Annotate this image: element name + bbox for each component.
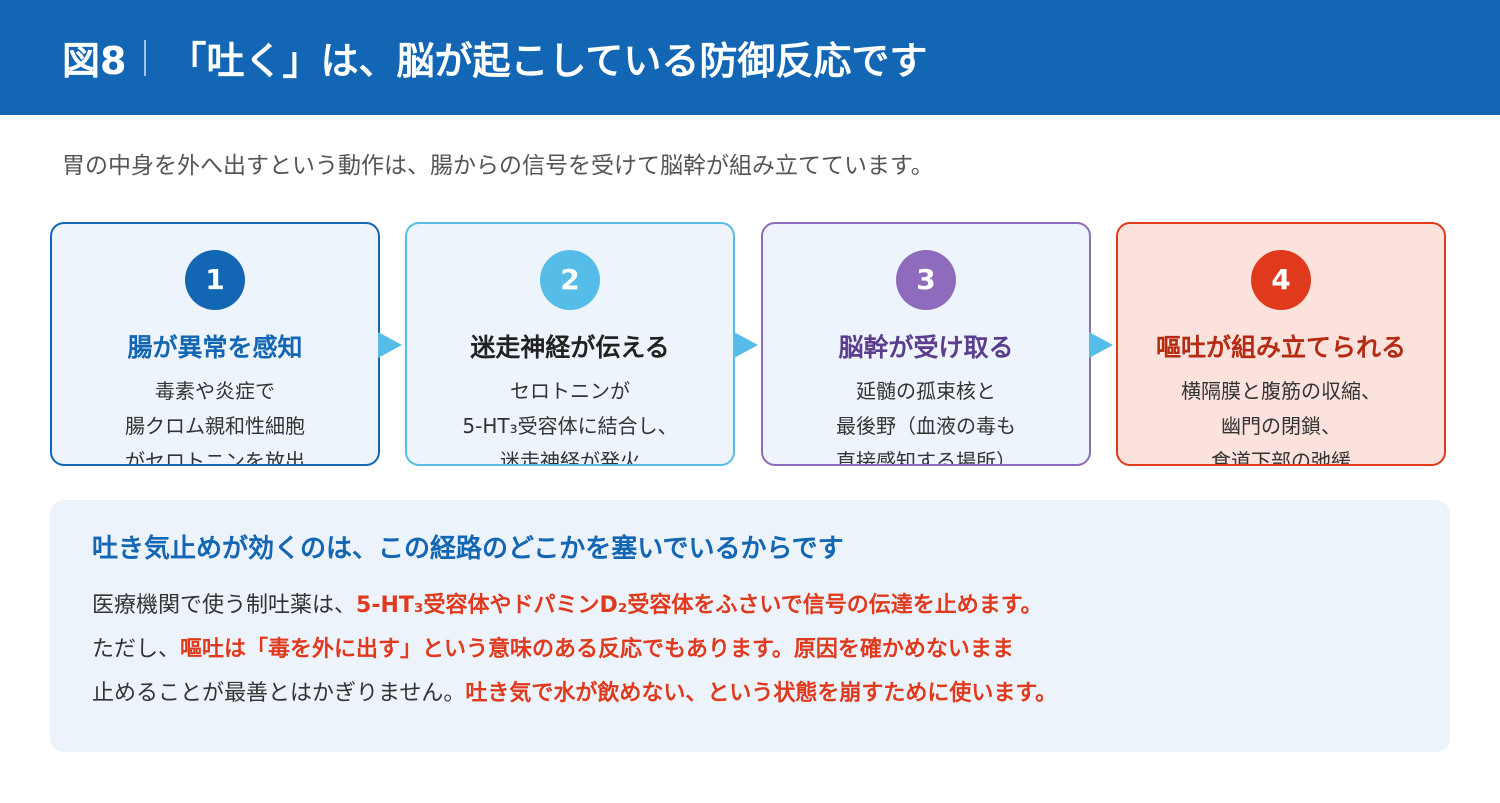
step-description-line: 毒素や炎症で (155, 379, 275, 403)
header-bar: 図8 「吐く」は、脳が起こしている防御反応です (0, 0, 1500, 115)
explanation-box: 吐き気止めが効くのは、この経路のどこかを塞いでいるからです 医療機関で使う制吐薬… (50, 500, 1450, 752)
step-number-badge: 4 (1251, 250, 1311, 310)
step-number-badge: 1 (185, 250, 245, 310)
step-description-line: 直接感知する場所） (836, 449, 1016, 466)
step-description-line: 横隔膜と腹筋の収縮、 (1181, 379, 1381, 403)
step-card-1: 1 腸が異常を感知 毒素や炎症で 腸クロム親和性細胞 がセロトニンを放出 (50, 222, 380, 466)
step-description: セロトニンが 5-HT₃受容体に結合し、 迷走神経が発火 (407, 374, 733, 466)
step-card-4: 4 嘔吐が組み立てられる 横隔膜と腹筋の収縮、 幽門の閉鎖、 食道下部の弛緩 (1116, 222, 1446, 466)
step-description-line: がセロトニンを放出 (125, 449, 305, 466)
step-description: 毒素や炎症で 腸クロム親和性細胞 がセロトニンを放出 (52, 374, 378, 466)
step-number-badge: 2 (540, 250, 600, 310)
step-card-2: 2 迷走神経が伝える セロトニンが 5-HT₃受容体に結合し、 迷走神経が発火 (405, 222, 735, 466)
step-title: 迷走神経が伝える (470, 333, 670, 362)
step-title: 嘔吐が組み立てられる (1155, 333, 1406, 362)
explanation-line: 止めることが最善とはかぎりません。吐き気で水が飲めない、という状態を崩すために使… (92, 672, 1057, 716)
step-description: 横隔膜と腹筋の収縮、 幽門の閉鎖、 食道下部の弛緩 (1118, 374, 1444, 466)
arrow-right-icon (1089, 332, 1113, 358)
explanation-text: 止めることが最善とはかぎりません。 (92, 681, 466, 706)
step-description-line: 5-HT₃受容体に結合し、 (462, 414, 678, 438)
explanation-highlight: 吐き気で水が飲めない、という状態を崩すために使います。 (465, 681, 1058, 706)
header-divider (144, 39, 147, 76)
figure-label: 図8 (62, 39, 127, 83)
step-description-line: 迷走神経が発火 (500, 449, 640, 466)
explanation-highlight: 5-HT₃受容体やドパミンD₂受容体をふさいで信号の伝達を止めます。 (356, 593, 1043, 618)
explanation-text: 医療機関で使う制吐薬は、 (92, 593, 357, 618)
step-description: 延髄の孤束核と 最後野（血液の毒も 直接感知する場所） (763, 374, 1089, 466)
explanation-highlight: 嘔吐は「毒を外に出す」という意味のある反応でもあります。原因を確かめないまま (180, 637, 1014, 662)
explanation-line: 医療機関で使う制吐薬は、5-HT₃受容体やドパミンD₂受容体をふさいで信号の伝達… (92, 584, 1057, 628)
step-description-line: 腸クロム親和性細胞 (125, 414, 305, 438)
step-description-line: セロトニンが (510, 379, 630, 403)
step-description-line: 幽門の閉鎖、 (1221, 414, 1341, 438)
step-title: 腸が異常を感知 (127, 333, 303, 362)
step-title: 脳幹が受け取る (838, 333, 1014, 362)
explanation-line: ただし、嘔吐は「毒を外に出す」という意味のある反応でもあります。原因を確かめない… (92, 628, 1057, 672)
arrow-right-icon (378, 332, 402, 358)
step-description-line: 最後野（血液の毒も (836, 414, 1016, 438)
subtitle: 胃の中身を外へ出すという動作は、腸からの信号を受けて脳幹が組み立てています。 (62, 153, 934, 179)
step-number-badge: 3 (896, 250, 956, 310)
step-card-3: 3 脳幹が受け取る 延髄の孤束核と 最後野（血液の毒も 直接感知する場所） (761, 222, 1091, 466)
explanation-text: ただし、 (92, 637, 181, 662)
step-description-line: 食道下部の弛緩 (1211, 449, 1351, 466)
page-title: 「吐く」は、脳が起こしている防御反応です (168, 39, 928, 83)
arrow-right-icon (734, 332, 758, 358)
explanation-title: 吐き気止めが効くのは、この経路のどこかを塞いでいるからです (92, 534, 844, 564)
explanation-body: 医療機関で使う制吐薬は、5-HT₃受容体やドパミンD₂受容体をふさいで信号の伝達… (92, 584, 1057, 716)
step-description-line: 延髄の孤束核と (856, 379, 996, 403)
